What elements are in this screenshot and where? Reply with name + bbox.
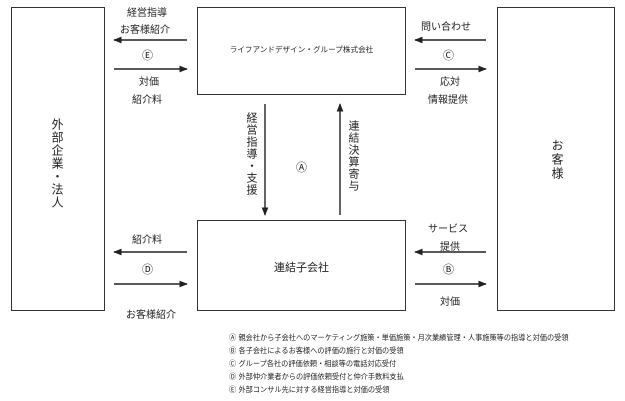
marker-c: Ⓒ (443, 49, 454, 62)
label-top-left-lower-1: 対価 (139, 77, 159, 88)
marker-e: Ⓔ (142, 49, 153, 62)
label-top-right-lower-1: 応対 (440, 77, 460, 88)
customer-label: お客様 (550, 139, 564, 181)
label-top-right-lower-2: 情報提供 (428, 95, 468, 106)
legend-notes: Ⓐ 親会社から子会社へのマーケティング施策・単価施策・月次業績管理・人事施策等の… (229, 331, 569, 396)
label-bottom-right-upper-2: 提供 (440, 242, 460, 253)
label-center-up: 連結決算寄与 (347, 120, 360, 192)
external-company-box: 外部企業・法人 (11, 7, 105, 311)
label-bottom-left-upper: 紹介料 (132, 235, 162, 246)
label-bottom-left-lower: お客様紹介 (126, 310, 176, 321)
label-top-left-lower-2: 紹介料 (132, 95, 162, 106)
note-a: Ⓐ 親会社から子会社へのマーケティング施策・単価施策・月次業績管理・人事施策等の… (229, 333, 569, 342)
label-top-right-upper: 問い合わせ (421, 22, 471, 33)
parent-company-box: ライフアンドデザイン・グループ株式会社 (197, 7, 406, 95)
parent-company-label: ライフアンドデザイン・グループ株式会社 (229, 45, 374, 54)
customer-box: お客様 (497, 7, 615, 311)
label-top-left-upper-1: 経営指導 (127, 8, 167, 19)
label-center-down: 経営指導・支援 (245, 112, 258, 196)
subsidiary-label: 連結子会社 (274, 261, 329, 274)
marker-d: Ⓓ (142, 263, 153, 276)
note-c: Ⓒ グループ各社の評価依頼・相談等の電話対応受付 (229, 359, 397, 368)
note-b: Ⓑ 各子会社によるお客様への評価の施行と対価の受領 (229, 346, 404, 355)
label-top-left-upper-2: お客様紹介 (120, 25, 170, 36)
label-bottom-right-upper-1: サービス (428, 224, 468, 235)
note-d: Ⓓ 外部仲介業者からの評価依頼受付と仲介手数料支払 (229, 372, 404, 381)
marker-a: Ⓐ (296, 161, 307, 174)
marker-b: Ⓑ (443, 263, 454, 276)
external-company-label: 外部企業・法人 (50, 118, 64, 209)
subsidiary-box: 連結子会社 (197, 220, 406, 311)
note-e: Ⓔ 外部コンサル先に対する経営指導と対価の受領 (229, 385, 390, 394)
label-bottom-right-lower: 対価 (440, 297, 460, 308)
